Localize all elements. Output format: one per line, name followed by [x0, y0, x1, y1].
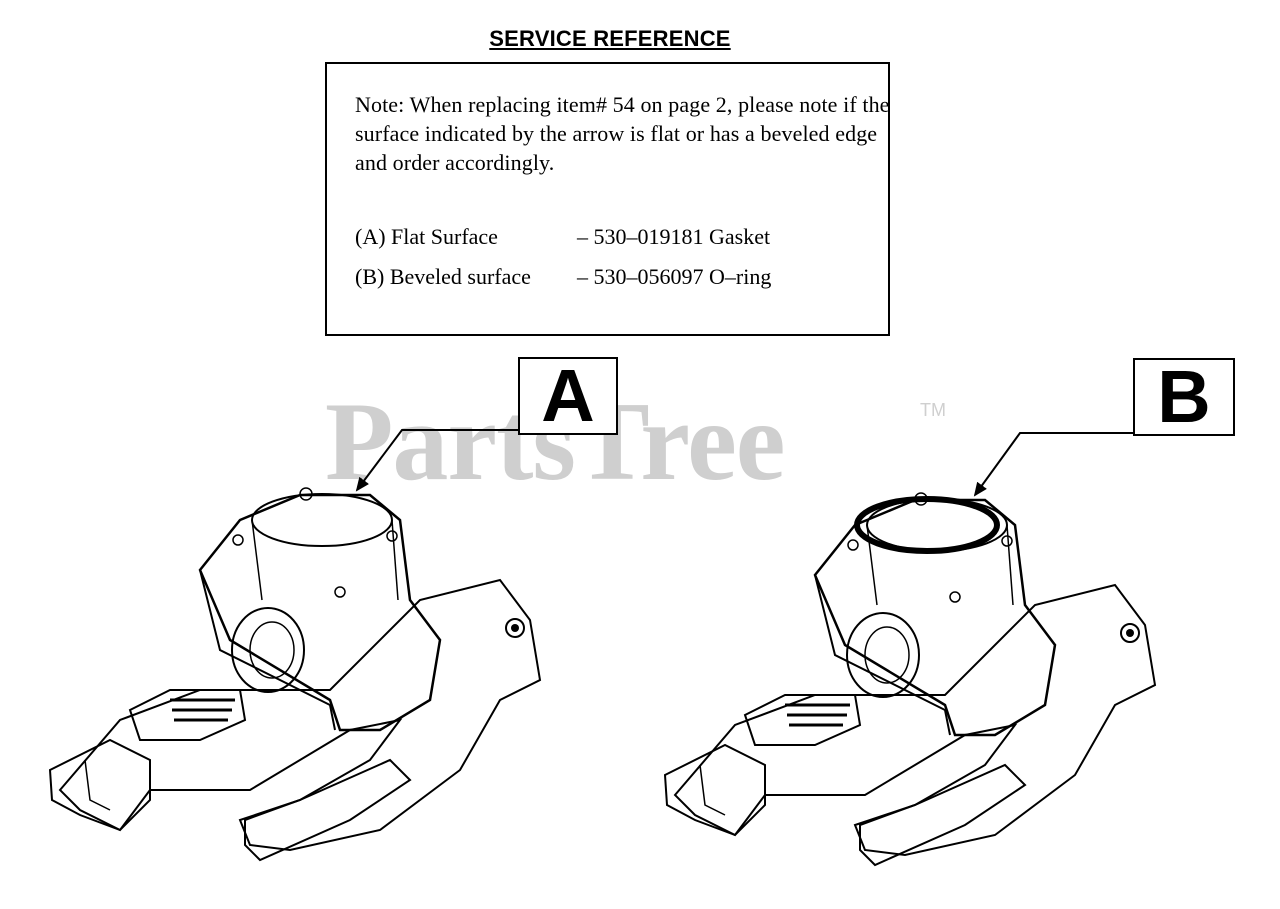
- watermark-trademark: TM: [920, 400, 946, 420]
- option-b: (B) Beveled surface – 530–056097 O–ring: [355, 264, 771, 290]
- arrow-icon: [355, 429, 518, 492]
- option-b-value: – 530–056097 O–ring: [577, 264, 772, 289]
- crankcase-beveled-surface-icon: [663, 491, 1157, 867]
- option-a-label: (A) Flat Surface: [355, 224, 498, 249]
- arrow-icon: [973, 432, 1133, 497]
- page-title: SERVICE REFERENCE: [489, 26, 731, 51]
- option-a: (A) Flat Surface – 530–019181 Gasket: [355, 224, 770, 250]
- note-box: Note: When replacing item# 54 on page 2,…: [325, 62, 890, 336]
- option-b-label: (B) Beveled surface: [355, 264, 531, 289]
- label-a: A: [518, 357, 618, 435]
- note-text: Note: When replacing item# 54 on page 2,…: [355, 92, 890, 175]
- o-ring: [854, 496, 1000, 554]
- option-a-value: – 530–019181 Gasket: [577, 224, 771, 249]
- label-b: B: [1133, 358, 1235, 436]
- crankcase-flat-surface-icon: [48, 486, 542, 862]
